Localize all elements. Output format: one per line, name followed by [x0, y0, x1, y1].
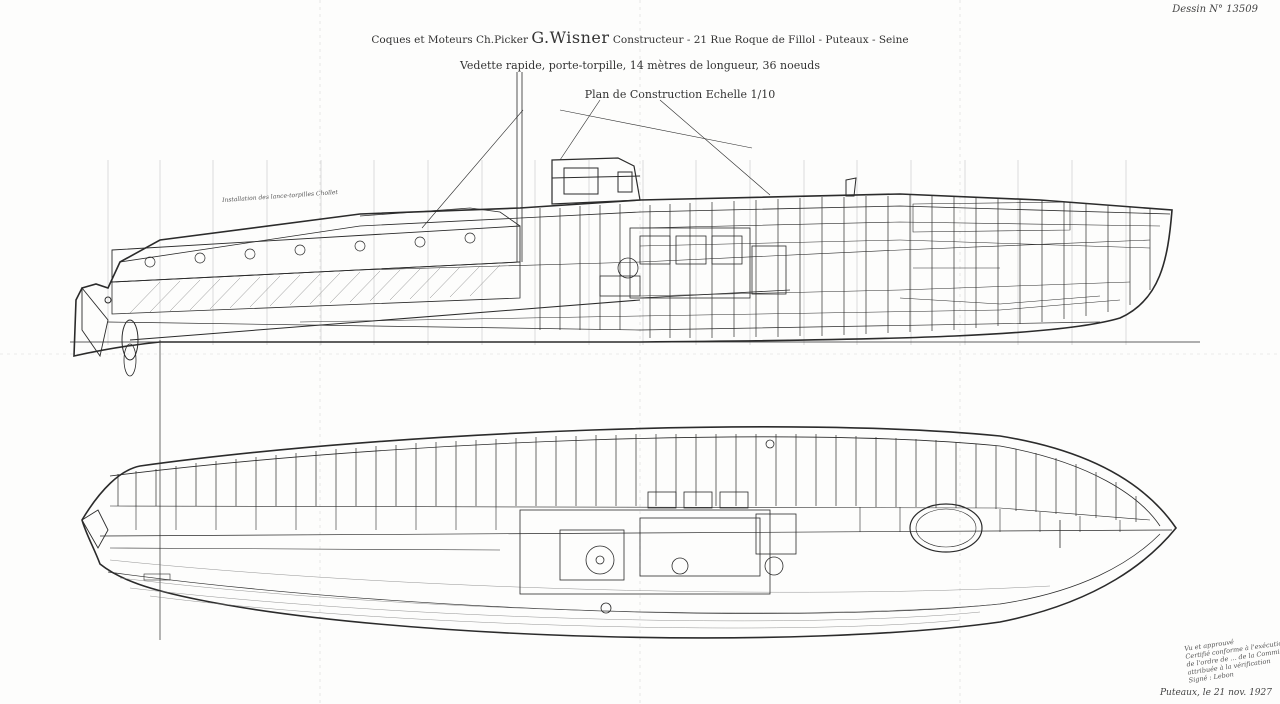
- plan-title: Plan de Construction Echelle 1/10: [584, 88, 776, 101]
- propeller-shaft: [129, 299, 641, 341]
- wheelhouse: [551, 157, 641, 205]
- deck-beams-plan: [117, 434, 1137, 522]
- builder-prefix: Coques et Moteurs Ch.Picker: [371, 34, 528, 46]
- engine-profile: [599, 227, 791, 299]
- plan-view: [81, 426, 1177, 639]
- hull-plan: [81, 426, 1177, 639]
- engine-plan: [519, 491, 797, 614]
- rudder-propeller: [81, 286, 139, 377]
- station-lines: [107, 160, 1127, 345]
- builder-line: Coques et Moteurs Ch.Picker G.Wisner Con…: [0, 28, 1280, 47]
- frames-profile: [539, 195, 1151, 338]
- date-signature: Puteaux, le 21 nov. 1927: [1160, 688, 1272, 698]
- profile-view: [73, 72, 1173, 377]
- builder-name: G.Wisner: [531, 28, 610, 47]
- torpedo-tube: [111, 207, 521, 315]
- builder-suffix: Constructeur - 21 Rue Roque de Fillol - …: [612, 34, 909, 46]
- mast: [516, 72, 523, 262]
- drawing-number: Dessin N° 13509: [1172, 4, 1258, 15]
- forward-hatch: [909, 503, 983, 553]
- leader-lines: [421, 99, 771, 229]
